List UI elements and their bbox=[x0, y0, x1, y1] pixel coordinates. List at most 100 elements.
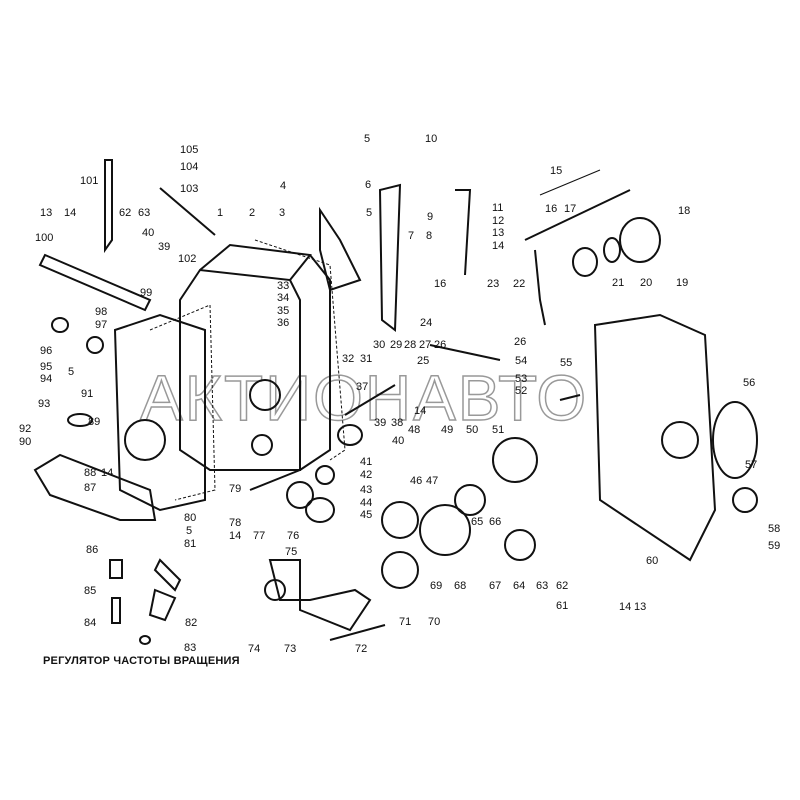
part-label: 11 bbox=[492, 202, 503, 214]
front-cover-part bbox=[113, 313, 206, 512]
part-label: 41 bbox=[360, 456, 372, 468]
shaft-98 bbox=[38, 253, 152, 312]
gasket-part bbox=[149, 239, 346, 501]
part-label: 6 bbox=[365, 179, 371, 191]
part-label: 2 bbox=[249, 207, 255, 219]
part-label: 37 bbox=[356, 381, 368, 393]
part-label: 66 bbox=[489, 516, 501, 528]
part-label: 32 bbox=[342, 353, 354, 365]
part-label: 105 bbox=[180, 144, 198, 156]
part-label: 67 bbox=[489, 580, 501, 592]
part-label: 86 bbox=[86, 544, 98, 556]
part-label: 97 bbox=[95, 319, 107, 331]
part-label: 94 bbox=[40, 373, 52, 385]
part-label: 38 bbox=[391, 417, 403, 429]
part-label: 1 bbox=[217, 207, 223, 219]
part-label: 59 bbox=[768, 540, 780, 552]
part-label: 27 bbox=[419, 339, 431, 351]
part-label: 62 bbox=[556, 580, 568, 592]
right-cover-55 bbox=[593, 313, 758, 562]
part-label: 9 bbox=[427, 211, 433, 223]
part-label: 3 bbox=[279, 207, 285, 219]
part-label: 14 bbox=[414, 405, 426, 417]
part-label: 71 bbox=[399, 616, 411, 628]
part-label: 7 bbox=[408, 230, 414, 242]
part-label: 90 bbox=[19, 436, 31, 448]
part-label: 91 bbox=[81, 388, 93, 400]
parts-81-85 bbox=[109, 558, 182, 645]
bolt-40-and-misc bbox=[51, 317, 758, 513]
part-label: 40 bbox=[142, 227, 154, 239]
part-label: 45 bbox=[360, 509, 372, 521]
part-label: 63 bbox=[536, 580, 548, 592]
part-label: 5 bbox=[68, 366, 74, 378]
part-label: 46 bbox=[410, 475, 422, 487]
part-label: 103 bbox=[180, 183, 198, 195]
part-label: 17 bbox=[564, 203, 576, 215]
part-label: 76 bbox=[287, 530, 299, 542]
part-label: 74 bbox=[248, 643, 260, 655]
part-label: 92 bbox=[19, 423, 31, 435]
part-label: 16 bbox=[545, 203, 557, 215]
part-label: 75 bbox=[285, 546, 297, 558]
part-label: 68 bbox=[454, 580, 466, 592]
part-label: 18 bbox=[678, 205, 690, 217]
part-label: 16 bbox=[434, 278, 446, 290]
part-label: 14 bbox=[101, 467, 113, 479]
part-label: 14 bbox=[619, 601, 631, 613]
part-label: 13 bbox=[492, 227, 504, 239]
weights-76-77 bbox=[249, 465, 335, 523]
gears-67-68 bbox=[381, 437, 538, 589]
part-label: 79 bbox=[229, 483, 241, 495]
part-label: 61 bbox=[556, 600, 568, 612]
part-label: 63 bbox=[138, 207, 150, 219]
part-label: 60 bbox=[646, 555, 658, 567]
housing-part bbox=[179, 243, 331, 471]
part-label: 8 bbox=[426, 230, 432, 242]
part-label: 22 bbox=[513, 278, 525, 290]
part-label: 31 bbox=[360, 353, 372, 365]
part-label: 33 bbox=[277, 280, 289, 292]
part-label: 77 bbox=[253, 530, 265, 542]
part-label: 64 bbox=[513, 580, 525, 592]
part-label: 5 bbox=[366, 207, 372, 219]
part-label: 39 bbox=[158, 241, 170, 253]
part-label: 26 bbox=[434, 339, 446, 351]
part-label: 96 bbox=[40, 345, 52, 357]
rod-103 bbox=[159, 187, 216, 236]
part-label: 48 bbox=[408, 424, 420, 436]
part-label: 19 bbox=[676, 277, 688, 289]
part-label: 56 bbox=[743, 377, 755, 389]
part-label: 15 bbox=[550, 165, 562, 177]
part-label: 89 bbox=[88, 416, 100, 428]
part-label: 40 bbox=[392, 435, 404, 447]
part-label: 73 bbox=[284, 643, 296, 655]
part-label: 13 bbox=[40, 207, 52, 219]
sleeve-19 bbox=[572, 217, 661, 277]
part-label: 26 bbox=[514, 336, 526, 348]
bracket-part bbox=[33, 453, 157, 521]
part-label: 65 bbox=[471, 516, 483, 528]
part-label: 54 bbox=[515, 355, 527, 367]
part-label: 12 bbox=[492, 215, 504, 227]
watermark: АКТИОНАВТО bbox=[140, 362, 588, 434]
part-label: 80 bbox=[184, 512, 196, 524]
spring-15 bbox=[524, 169, 631, 241]
part-label: 87 bbox=[84, 482, 96, 494]
part-label: 70 bbox=[428, 616, 440, 628]
part-label: 34 bbox=[277, 292, 289, 304]
diagram-caption: РЕГУЛЯТОР ЧАСТОТЫ ВРАЩЕНИЯ bbox=[43, 655, 240, 667]
part-label: 62 bbox=[119, 207, 131, 219]
part-label: 43 bbox=[360, 484, 372, 496]
part-label: 35 bbox=[277, 305, 289, 317]
part-label: 29 bbox=[390, 339, 402, 351]
part-label: 102 bbox=[178, 253, 196, 265]
part-label: 95 bbox=[40, 361, 52, 373]
part-label: 104 bbox=[180, 161, 198, 173]
part-label: 14 bbox=[492, 240, 504, 252]
part-label: 20 bbox=[640, 277, 652, 289]
part-label: 81 bbox=[184, 538, 196, 550]
part-label: 25 bbox=[417, 355, 429, 367]
part-label: 101 bbox=[80, 175, 98, 187]
part-label: 5 bbox=[364, 133, 370, 145]
